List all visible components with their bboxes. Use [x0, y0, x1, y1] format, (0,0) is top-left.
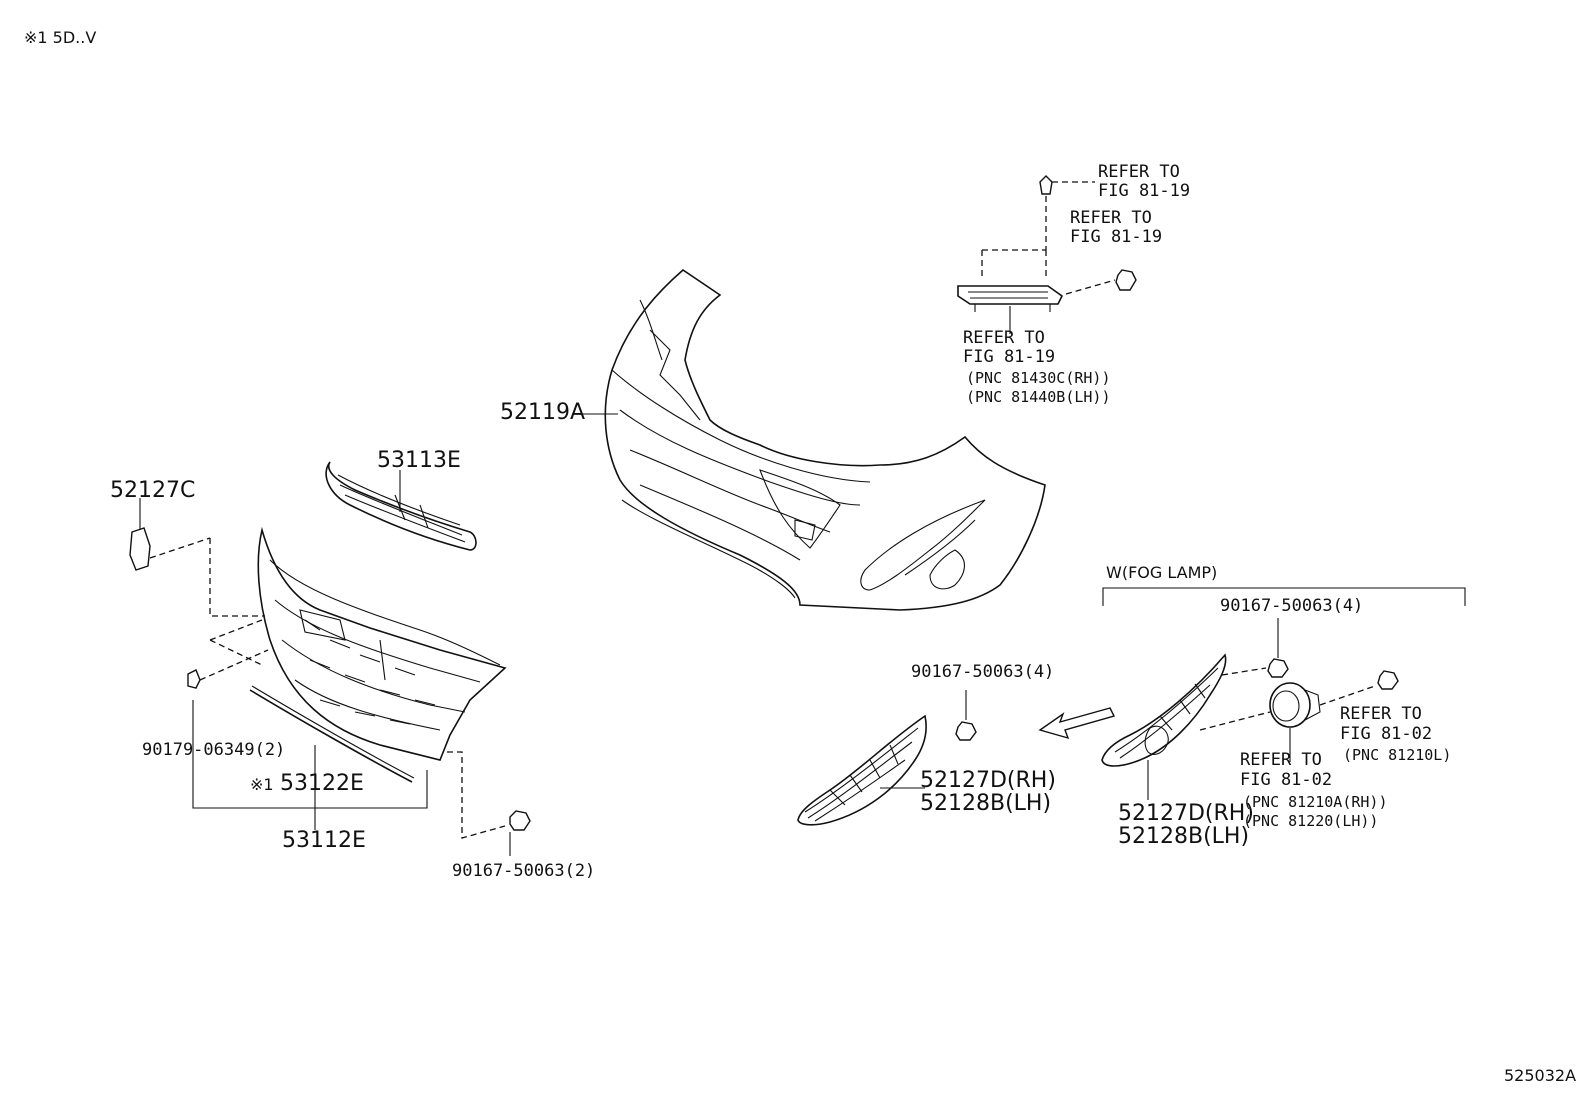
- ref-top-clip-line2[interactable]: FIG 81-19: [1098, 181, 1191, 201]
- ref-fog-screw-line1: REFER TO: [1340, 704, 1422, 724]
- ref-lamp-pnc-lh[interactable]: (PNC 81440B(LH)): [966, 388, 1111, 406]
- ref-top-screw-line2[interactable]: FIG 81-19: [1070, 227, 1163, 247]
- part-label-52128B-fog[interactable]: 52128B(LH): [1118, 824, 1250, 849]
- part-label-52128B-mid[interactable]: 52128B(LH): [920, 791, 1052, 816]
- note-mark-53122E: ※1: [250, 775, 274, 794]
- part-label-52127C[interactable]: 52127C: [110, 478, 196, 503]
- part-label-53112E[interactable]: 53112E: [282, 828, 366, 853]
- part-label-90167-50063-mid[interactable]: 90167-50063(4): [911, 662, 1055, 682]
- part-label-52127D-fog[interactable]: 52127D(RH): [1118, 801, 1254, 826]
- ref-fog-lamp-line2[interactable]: FIG 81-02: [1240, 770, 1333, 790]
- header-note: ※1 5D..V: [24, 28, 97, 47]
- ref-fog-screw-line2[interactable]: FIG 81-02: [1340, 724, 1433, 744]
- side-lamp-drawing: [957, 175, 1137, 334]
- part-label-90179-06349[interactable]: 90179-06349(2): [142, 740, 286, 760]
- ref-lamp-pnc-rh[interactable]: (PNC 81430C(RH)): [966, 369, 1111, 387]
- fog-lamp-group-drawing: [1101, 587, 1466, 800]
- ref-fog-lamp-pnc-rh[interactable]: (PNC 81210A(RH)): [1243, 793, 1388, 811]
- ref-fog-lamp-line1: REFER TO: [1240, 750, 1322, 770]
- ref-top-clip-line1: REFER TO: [1098, 162, 1180, 182]
- part-label-90167-50063-fog[interactable]: 90167-50063(4): [1220, 596, 1364, 616]
- part-label-53122E[interactable]: 53122E: [280, 771, 364, 796]
- ref-top-screw-line1: REFER TO: [1070, 208, 1152, 228]
- bumper-cover-drawing: [604, 268, 1046, 611]
- ref-lamp-line1: REFER TO: [963, 328, 1045, 348]
- part-label-52119A[interactable]: 52119A: [500, 400, 586, 425]
- part-label-90167-50063-bottom[interactable]: 90167-50063(2): [452, 861, 596, 881]
- part-label-53113E[interactable]: 53113E: [377, 448, 461, 473]
- ref-fog-screw-pnc[interactable]: (PNC 81210L): [1343, 746, 1452, 764]
- part-label-52127D-mid[interactable]: 52127D(RH): [920, 768, 1056, 793]
- ref-lamp-line2[interactable]: FIG 81-19: [963, 347, 1056, 367]
- upper-grille-drawing: [325, 461, 477, 551]
- fog-cover-middle-drawing: [797, 690, 1116, 826]
- fog-lamp-group-title: W(FOG LAMP): [1106, 563, 1218, 582]
- lower-grille-drawing: [129, 498, 531, 856]
- ref-fog-lamp-pnc-lh[interactable]: (PNC 81220(LH)): [1243, 812, 1379, 830]
- figure-id: 525032A: [1504, 1066, 1577, 1085]
